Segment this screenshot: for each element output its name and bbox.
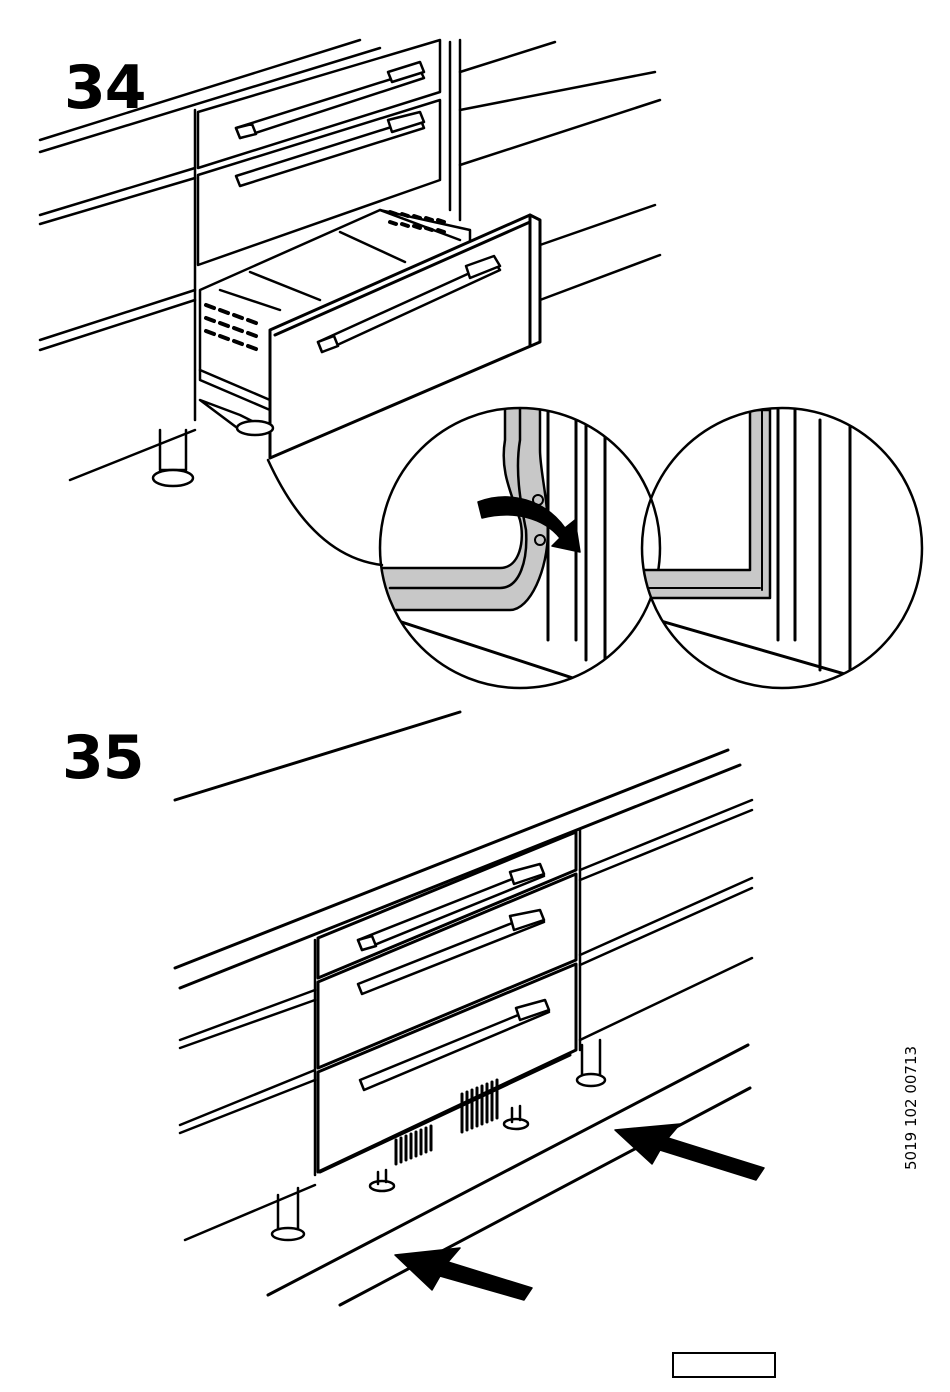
step-34-illustration — [40, 40, 922, 700]
page-number-box — [672, 1352, 776, 1378]
step-35-illustration — [175, 712, 764, 1305]
document-code: 5019 102 00713 — [902, 1046, 920, 1170]
cabinet-leg — [153, 400, 273, 486]
detail-circle-after — [640, 408, 922, 690]
detail-circle-before — [380, 400, 660, 700]
push-arrow-icon — [395, 1124, 764, 1300]
